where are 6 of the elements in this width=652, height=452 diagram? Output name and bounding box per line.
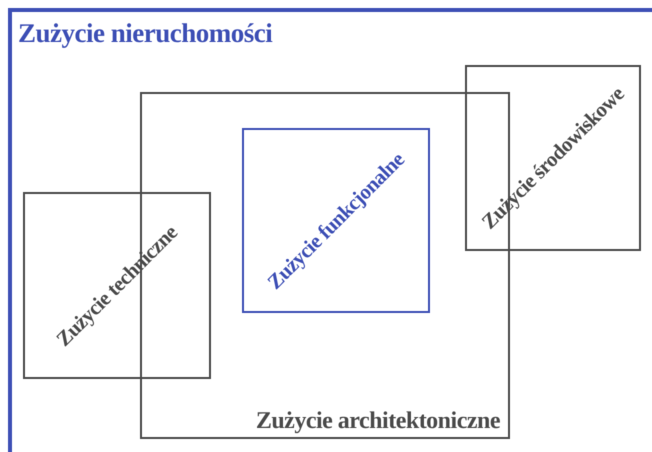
category-label: Zużycie architektoniczne — [256, 408, 500, 435]
category-label: Zużycie nieruchomości — [18, 18, 272, 49]
category-box — [242, 128, 430, 313]
category-box — [23, 192, 211, 379]
region-frame — [8, 8, 652, 452]
category-box — [465, 65, 641, 251]
